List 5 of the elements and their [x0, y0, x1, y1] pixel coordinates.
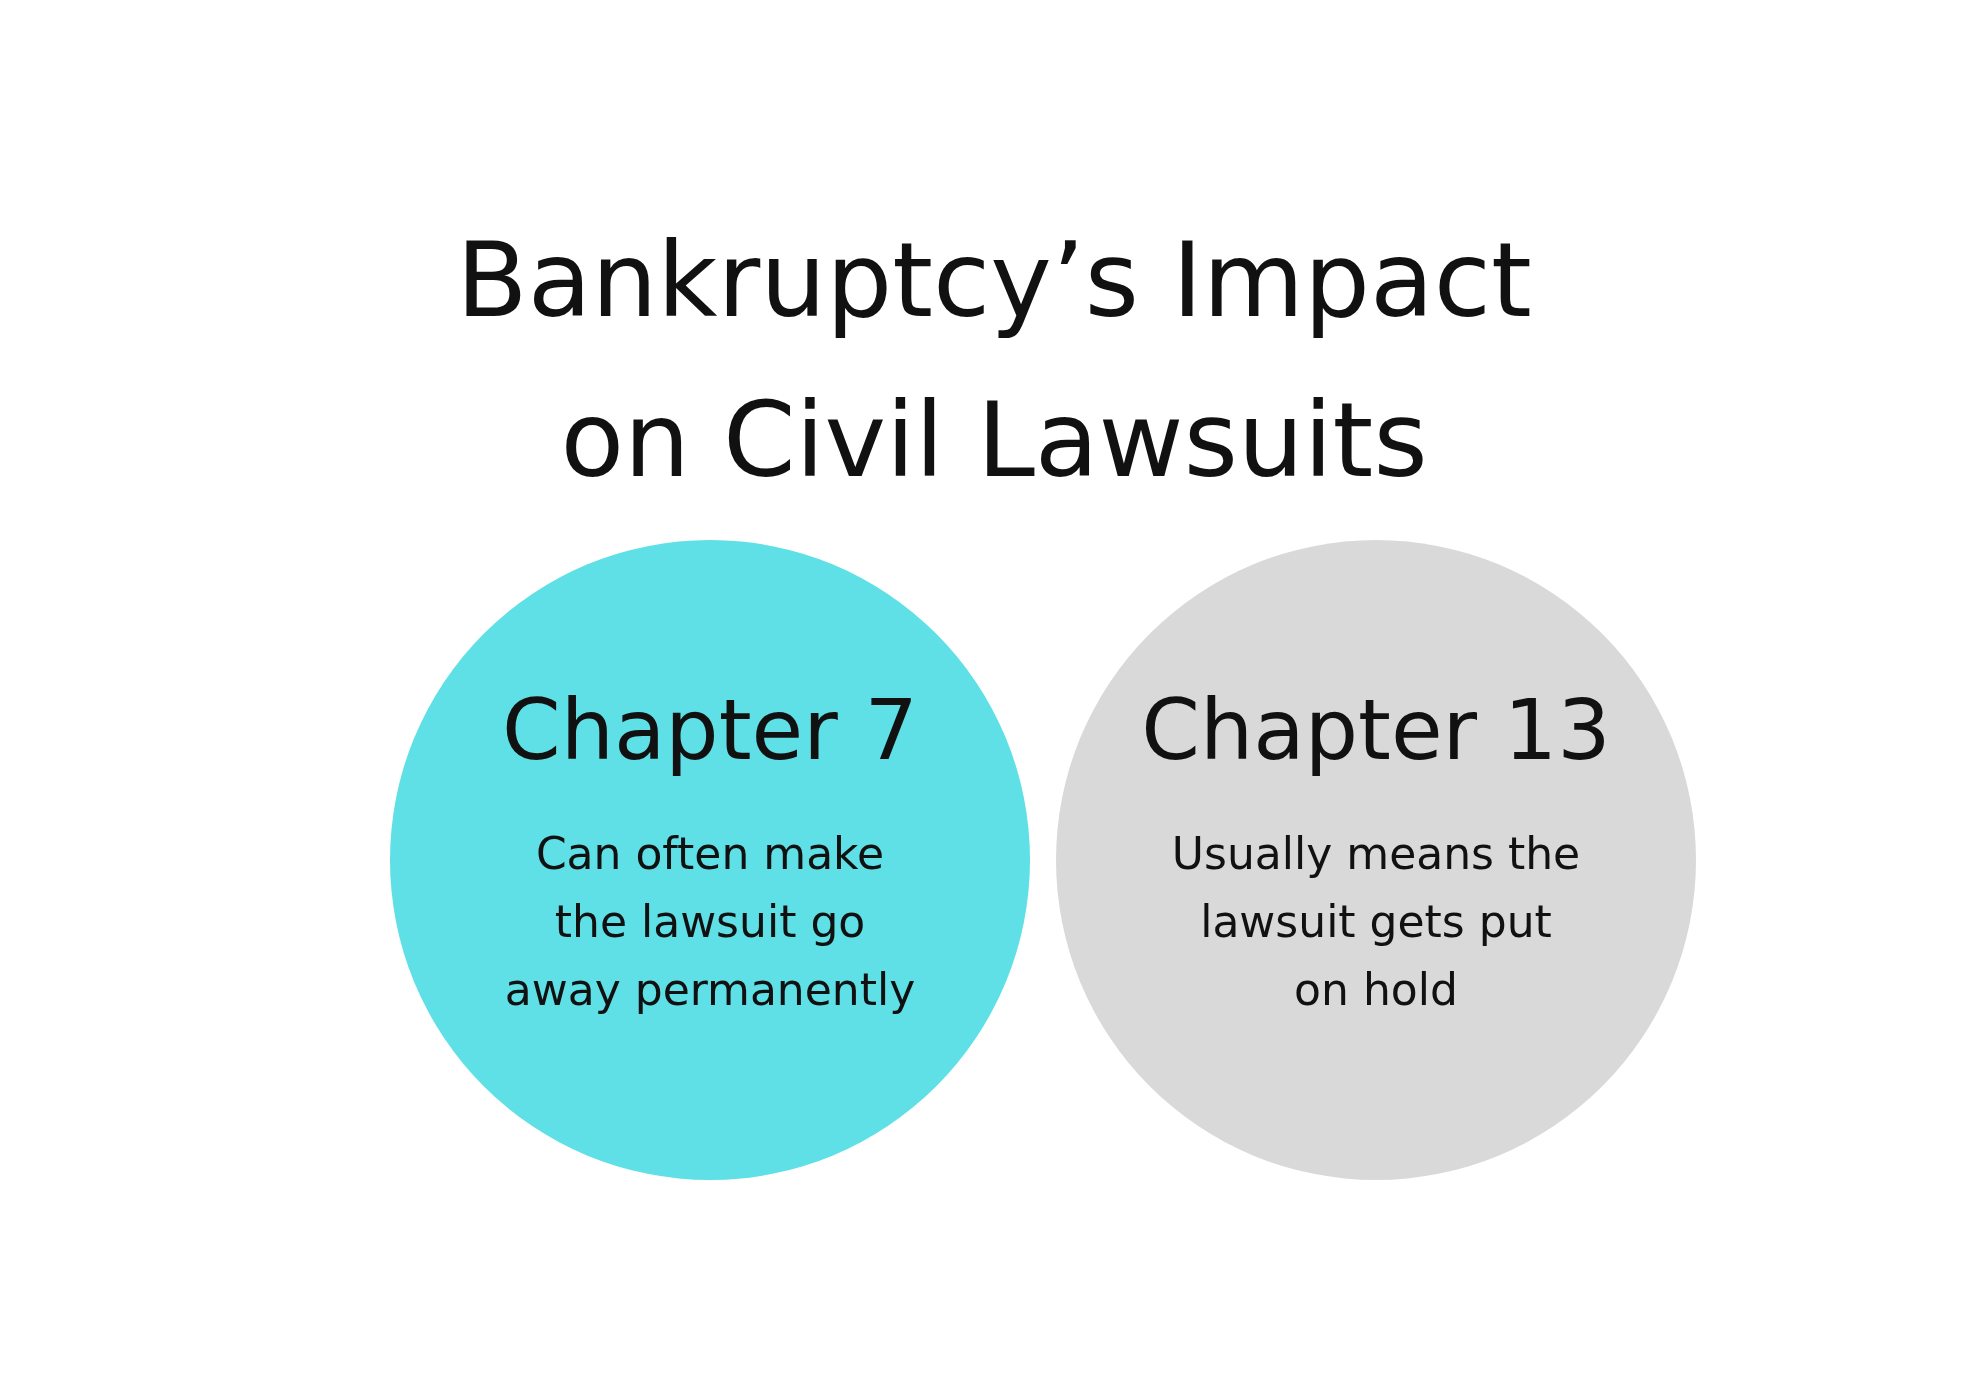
title: Bankruptcy’s Impact on Civil Lawsuits — [455, 218, 1533, 503]
circle-description: Usually means the lawsuit gets put on hold — [1170, 827, 1582, 1017]
circle-heading: Chapter 7 — [502, 680, 918, 780]
circle-description: Can often make the lawsuit go away permanently — [503, 827, 917, 1017]
circle-heading: Chapter 13 — [1141, 680, 1611, 780]
